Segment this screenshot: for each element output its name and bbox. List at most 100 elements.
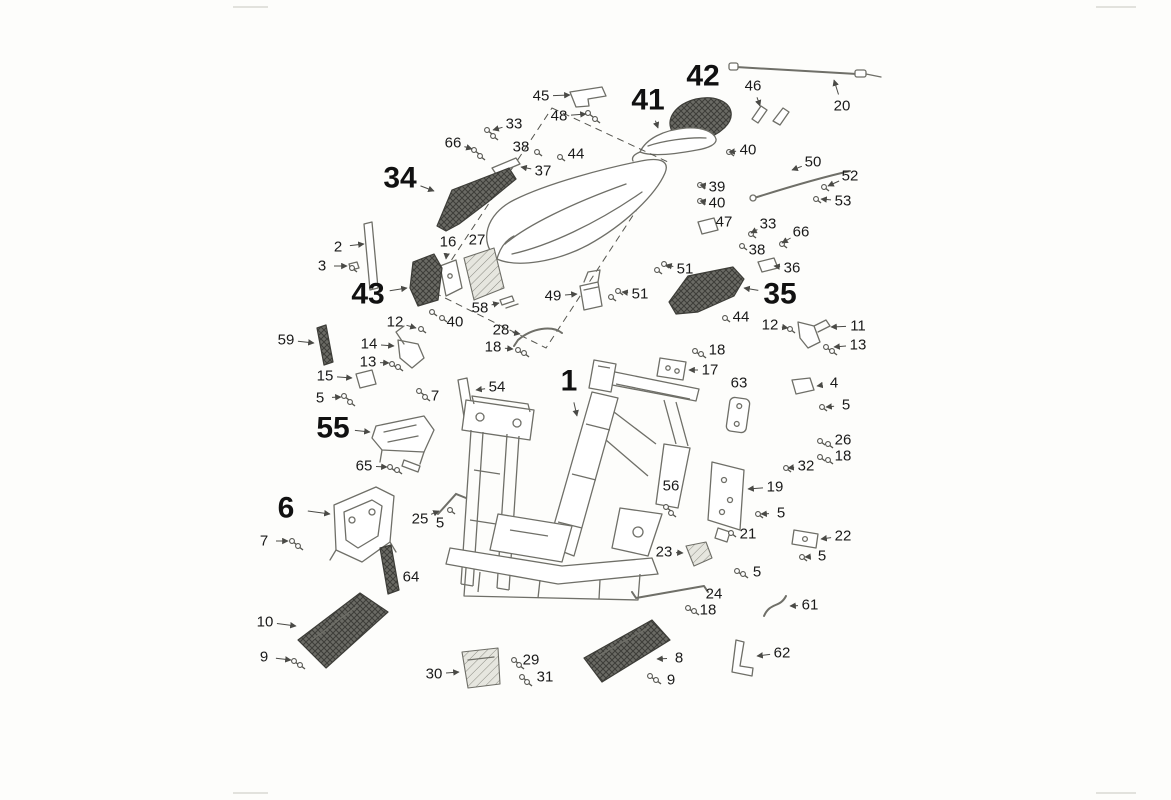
part-label-59: 59 <box>278 332 295 349</box>
leader-line-36 <box>773 263 781 270</box>
part-label-38: 38 <box>749 242 766 259</box>
part-label-16: 16 <box>440 234 457 251</box>
part-label-12: 12 <box>762 317 779 334</box>
leader-line-40 <box>699 198 707 205</box>
leader-line-45 <box>552 91 571 99</box>
bracket-62-illustration <box>731 639 754 677</box>
leader-line-12 <box>781 323 789 331</box>
strip-64-illustration <box>379 544 400 595</box>
bracket-21-illustration <box>714 527 731 543</box>
rod-24-illustration <box>631 585 709 599</box>
leader-line-65 <box>375 463 388 470</box>
part-label-55: 55 <box>316 412 349 445</box>
part-label-51: 51 <box>677 261 694 278</box>
part-label-5: 5 <box>316 390 324 407</box>
part-label-9: 9 <box>260 649 268 666</box>
leader-line-4 <box>816 381 824 389</box>
bracket-22-illustration <box>791 529 819 549</box>
part-label-30: 30 <box>426 666 443 683</box>
part-label-6: 6 <box>278 492 295 525</box>
bracket-35-illustration <box>668 266 745 315</box>
part-label-63: 63 <box>731 375 748 392</box>
leader-line-20 <box>832 79 839 95</box>
part-label-18: 18 <box>835 448 852 465</box>
bar-37-illustration <box>491 157 521 175</box>
part-label-48: 48 <box>551 108 568 125</box>
leader-line-13 <box>833 343 847 350</box>
part-label-44: 44 <box>568 146 585 163</box>
part-label-18: 18 <box>700 602 717 619</box>
part-label-50: 50 <box>805 154 822 171</box>
part-label-45: 45 <box>533 88 550 105</box>
bracket-34-illustration <box>436 167 517 232</box>
part-label-5: 5 <box>753 564 761 581</box>
leader-line-40 <box>728 148 737 155</box>
part-label-19: 19 <box>767 479 784 496</box>
part-label-33: 33 <box>506 116 523 133</box>
bracket-6-illustration <box>329 486 397 563</box>
leader-line-22 <box>820 534 832 542</box>
leader-line-62 <box>756 652 771 659</box>
rack-rod-50-illustration <box>749 170 851 202</box>
page-edge-marks <box>233 6 1136 794</box>
mesh-27-illustration <box>463 247 505 301</box>
leader-line-2 <box>349 241 365 248</box>
part-label-34: 34 <box>383 162 417 195</box>
part-label-12: 12 <box>387 314 404 331</box>
cable-20-illustration <box>728 62 882 78</box>
leader-line-37 <box>520 164 532 172</box>
part-label-42: 42 <box>686 60 719 93</box>
leader-line-33 <box>750 227 758 234</box>
leader-line-66 <box>781 237 791 244</box>
part-label-7: 7 <box>431 388 439 405</box>
part-label-13: 13 <box>850 337 867 354</box>
floor-panel-8-illustration <box>583 619 671 683</box>
leader-line-53 <box>820 196 832 203</box>
part-label-52: 52 <box>842 168 859 185</box>
leader-line-46 <box>755 97 762 107</box>
seat-illustration <box>486 158 667 264</box>
part-label-4: 4 <box>830 375 838 392</box>
part-label-36: 36 <box>784 260 801 277</box>
part-label-10: 10 <box>257 614 274 631</box>
part-label-24: 24 <box>706 586 723 603</box>
part-label-17: 17 <box>702 362 719 379</box>
part-label-53: 53 <box>835 193 852 210</box>
bracket-45-illustration <box>569 86 607 108</box>
part-label-3: 3 <box>318 258 326 275</box>
part-label-5: 5 <box>842 397 850 414</box>
part-label-21: 21 <box>740 526 757 543</box>
part-label-39: 39 <box>709 179 726 196</box>
part-label-33: 33 <box>760 216 777 233</box>
part-label-2: 2 <box>334 239 342 256</box>
leader-line-28 <box>512 329 521 337</box>
leader-line-55 <box>354 428 371 435</box>
part-label-26: 26 <box>835 432 852 449</box>
leader-line-9 <box>275 656 292 663</box>
leader-line-19 <box>747 485 764 492</box>
part-label-13: 13 <box>360 354 377 371</box>
bracket-49-illustration <box>579 269 603 311</box>
leader-line-8 <box>656 655 668 662</box>
leader-line-51 <box>621 289 629 296</box>
part-label-14: 14 <box>361 336 378 353</box>
part-label-54: 54 <box>489 379 506 396</box>
part-label-35: 35 <box>763 278 796 311</box>
bracket-11-illustration <box>797 319 831 349</box>
leader-line-14 <box>380 342 395 349</box>
leader-line-12 <box>406 323 417 330</box>
part-label-62: 62 <box>774 645 791 662</box>
part-label-28: 28 <box>493 322 510 339</box>
part-label-5: 5 <box>818 548 826 565</box>
part-label-32: 32 <box>798 458 815 475</box>
part-label-47: 47 <box>716 214 733 231</box>
part-label-51: 51 <box>632 286 649 303</box>
part-label-22: 22 <box>835 528 852 545</box>
leader-line-49 <box>564 291 578 298</box>
part-label-40: 40 <box>447 314 464 331</box>
part-label-44: 44 <box>733 309 750 326</box>
part-label-9: 9 <box>667 672 675 689</box>
part-label-7: 7 <box>260 533 268 550</box>
hook-rod-28-illustration <box>513 327 563 347</box>
